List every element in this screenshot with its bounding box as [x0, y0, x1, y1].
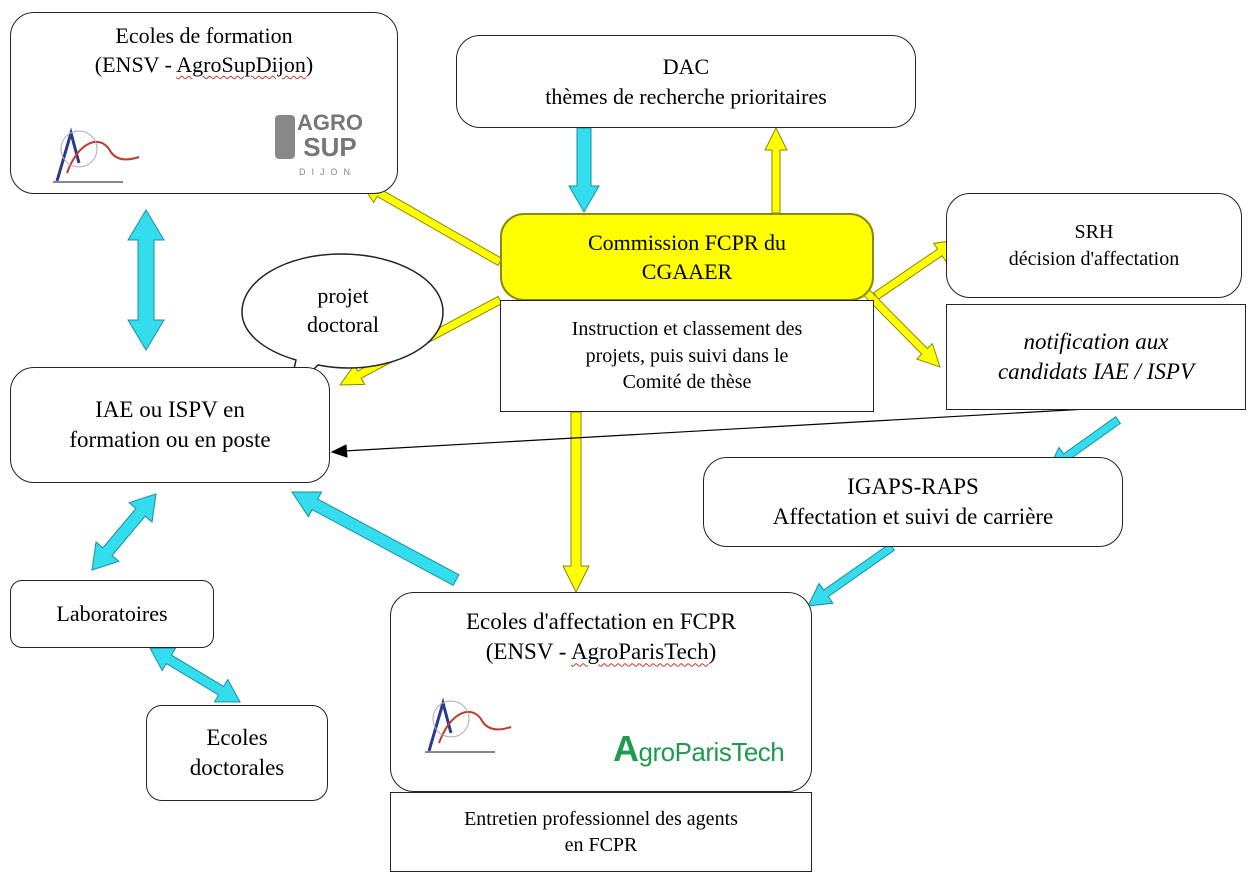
arrow-ecoles-formation-iae — [127, 209, 165, 351]
igaps-subtitle: Affectation et suivi de carrière — [772, 504, 1054, 529]
arrow-ecoles-affectation-to-iae — [291, 491, 460, 586]
dac-title: DAC — [662, 54, 710, 80]
srh-subtitle: décision d'affectation — [1008, 247, 1180, 270]
ecoles-formation-subtitle: (ENSV - AgroSupDijon) — [94, 52, 314, 78]
dac-box: DAC thèmes de recherche prioritaires — [456, 35, 916, 128]
ecoles-formation-title: Ecoles de formation — [115, 23, 293, 48]
agrosup-dijon: DIJON — [299, 167, 356, 177]
ecoles-doctorales-line-1: Ecoles — [206, 724, 268, 750]
agroparistech-logo: AgroParisTech — [613, 725, 785, 773]
arrow-igaps-to-ecoles-affectation — [807, 543, 895, 607]
instruction-line-3: Comité de thèse — [622, 371, 752, 394]
arrow-commission-to-igaps — [858, 284, 941, 368]
ecoles-doctorales-box: Ecoles doctorales — [146, 705, 328, 801]
arrow-notification-to-iae-head — [330, 444, 348, 458]
dac-subtitle: thèmes de recherche prioritaires — [545, 83, 827, 109]
iae-ispv-line-2: formation ou en poste — [69, 427, 271, 452]
projet-doctoral-line-1: projet — [317, 282, 369, 308]
iae-ispv-box: IAE ou ISPV en formation ou en poste — [10, 367, 330, 483]
commission-subtitle: CGAAER — [641, 259, 733, 284]
arrow-commission-to-dac — [764, 126, 788, 214]
agroparistech-logo-rest: groParisTech — [638, 737, 785, 767]
instruction-box: Instruction et classement des projets, p… — [500, 300, 874, 412]
ecoles-affectation-title: Ecoles d'affectation en FCPR — [465, 609, 737, 634]
agrosup-mark-icon — [275, 115, 295, 159]
notification-line-1: notification aux — [1023, 328, 1169, 354]
entretien-line-2: en FCPR — [564, 834, 638, 856]
commission-title: Commission FCPR du — [587, 229, 787, 255]
ecoles-affectation-box: Ecoles d'affectation en FCPR (ENSV - Agr… — [390, 592, 812, 792]
iae-ispv-line-1: IAE ou ISPV en — [95, 396, 245, 422]
srh-title: SRH — [1074, 221, 1114, 244]
arrow-dac-to-commission — [568, 127, 600, 214]
agrosup-sup: SUP — [303, 132, 357, 163]
agrosup-agro: AGRO — [297, 110, 363, 135]
srh-box: SRH décision d'affectation — [946, 193, 1242, 298]
ensv-logo-icon — [53, 127, 140, 183]
entretien-line-1: Entretien professionnel des agents — [464, 807, 738, 830]
laboratoires-box: Laboratoires — [10, 580, 214, 648]
projet-doctoral-label: projet doctoral — [248, 262, 438, 358]
projet-doctoral-bubble — [241, 253, 444, 398]
ecoles-doctorales-line-2: doctorales — [189, 755, 285, 780]
instruction-line-1: Instruction et classement des — [571, 318, 803, 341]
notification-box: notification aux candidats IAE / ISPV — [946, 304, 1246, 410]
laboratoires-label: Laboratoires — [56, 601, 168, 627]
arrow-commission-to-ecoles-affectation — [562, 411, 590, 594]
agroparistech-logo-initial: A — [613, 728, 639, 769]
ecoles-affectation-subtitle: (ENSV - AgroParisTech) — [485, 639, 717, 665]
arrow-commission-to-srh — [873, 239, 959, 300]
arrow-iae-laboratoires — [91, 493, 157, 571]
ensv-logo-affectation-icon — [425, 697, 512, 753]
notification-line-2: candidats IAE / ISPV — [997, 359, 1195, 384]
projet-doctoral-line-2: doctoral — [306, 312, 380, 337]
instruction-line-2: projets, puis suivi dans le — [585, 344, 789, 367]
arrow-notification-to-iae — [343, 406, 1123, 452]
igaps-title: IGAPS-RAPS — [847, 473, 979, 499]
igaps-box: IGAPS-RAPS Affectation et suivi de carri… — [703, 457, 1123, 547]
commission-box: Commission FCPR du CGAAER — [500, 213, 874, 301]
entretien-box: Entretien professionnel des agents en FC… — [390, 792, 812, 872]
ecoles-formation-box: Ecoles de formation (ENSV - AgroSupDijon… — [10, 12, 398, 194]
arrow-laboratoires-ecoles-doctorales — [149, 647, 241, 703]
